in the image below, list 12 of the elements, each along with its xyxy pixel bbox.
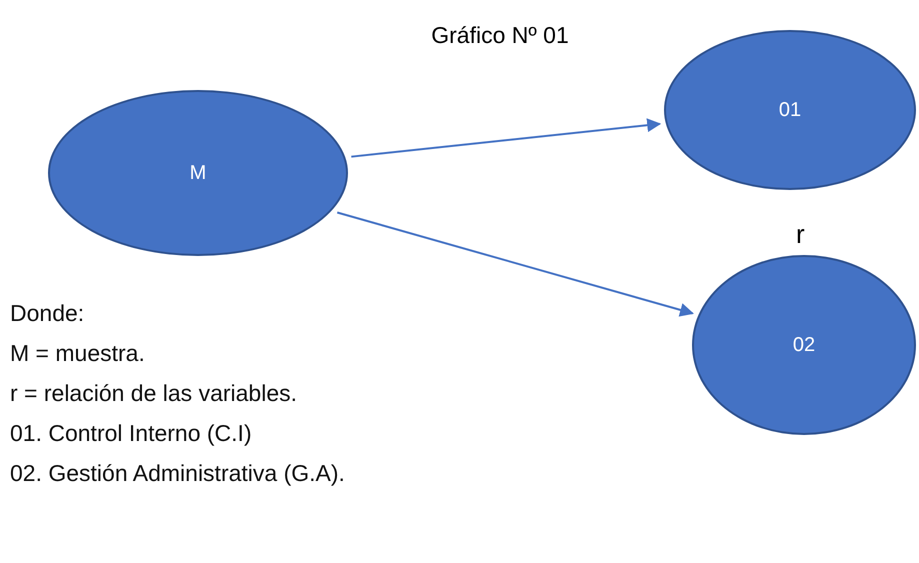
legend-note: 02. Gestión Administrativa (G.A). (10, 460, 345, 487)
relation-label: r (796, 219, 805, 250)
legend-note: M = muestra. (10, 340, 145, 367)
node-label: 01 (778, 98, 802, 122)
arrow (336, 212, 694, 317)
title: Gráfico Nº 01 (430, 22, 570, 49)
legend-note: 01. Control Interno (C.I) (10, 420, 252, 447)
legend-note: Donde: (10, 300, 84, 327)
arrow (351, 118, 662, 158)
node-label: M (190, 162, 206, 184)
node-label: 02 (792, 334, 816, 356)
legend-note: r = relación de las variables. (10, 380, 298, 407)
